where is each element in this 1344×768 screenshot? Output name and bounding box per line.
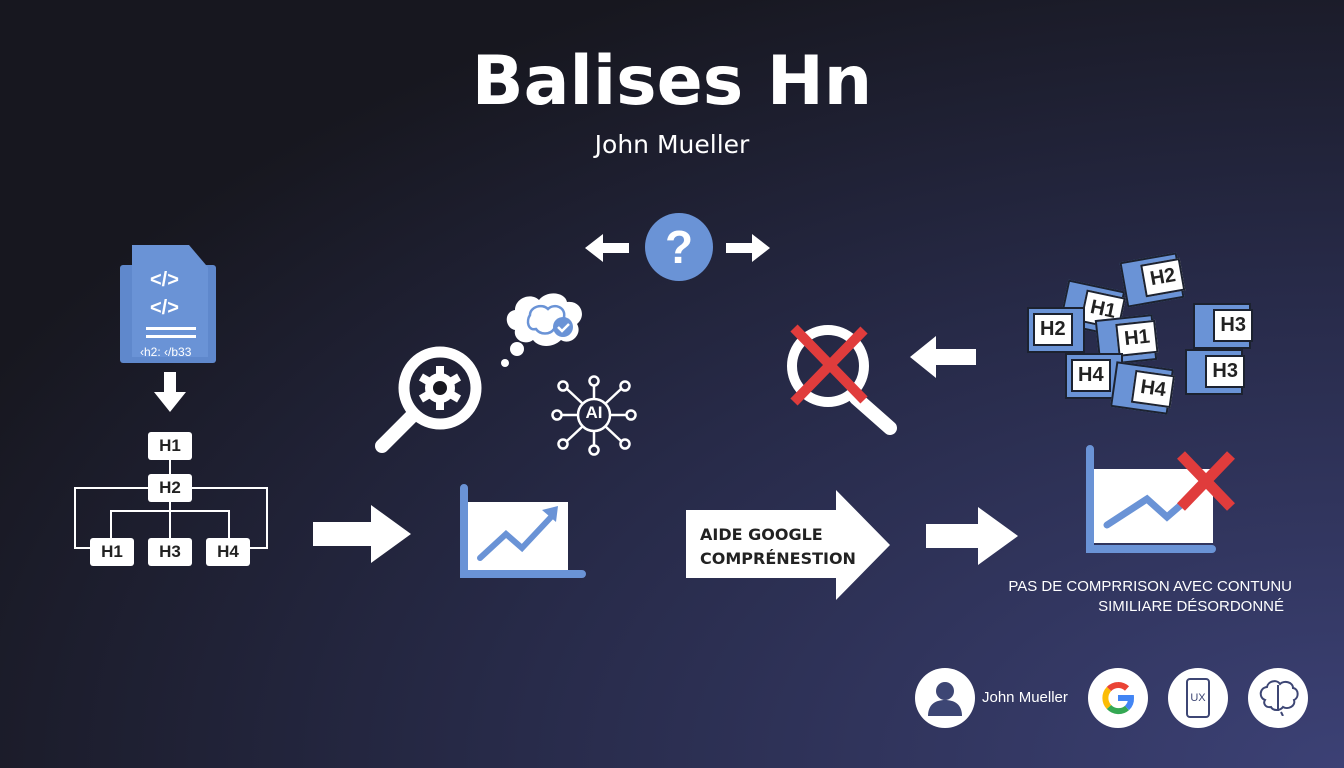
arrow-left-icon [585,234,629,262]
page-title: Balises Hn [471,42,873,121]
heading-tree: H1 H2 H1 H3 H4 [70,430,270,570]
arrow-right-icon [726,234,770,262]
ux-mobile-badge: UX [1168,668,1228,728]
chart-caption: PAS DE COMPRRISON AVEC CONTUNU SIMILIARE… [1008,578,1292,615]
magnifier-gear-icon [375,346,482,453]
magnifier-cross-icon [787,324,897,435]
ai-network-icon [551,375,637,456]
cube: H2 [1119,252,1186,308]
tree-node-h1: H1 [148,432,192,460]
html-document-icon: </> </> ‹h2: ‹/b33 [120,245,216,363]
page-subtitle: John Mueller [594,130,750,159]
ai-label: AI [585,403,603,422]
arrow-right-icon [926,507,1018,565]
avatar [915,668,975,728]
messy-heading-cubes: H1 H2 H2 H3 H1 H4 H3 H4 [1025,245,1255,415]
code-label: ‹h2: ‹/b33 [140,345,192,359]
cube: H3 [1185,349,1245,395]
brain-badge [1248,668,1308,728]
tree-node-child: H1 [90,538,134,566]
cube: H2 [1027,307,1085,353]
cube: H3 [1193,303,1253,349]
tree-node-child: H4 [206,538,250,566]
cube: H4 [1110,361,1176,415]
arrow-right-icon [313,505,411,563]
arrow-left-icon [910,336,976,378]
google-help-arrow [686,490,890,600]
author-name: John Mueller [982,689,1068,706]
arrow-down-icon [154,372,186,412]
google-icon [1102,682,1134,715]
tree-node-h2: H2 [148,474,192,502]
question-icon: ? [645,213,713,281]
failed-chart-icon [1086,445,1235,553]
arrow-label: AIDE GOOGLE COMPRÉNESTION [700,525,856,568]
growth-chart-icon [460,484,586,578]
mobile-ux-icon: UX [1186,678,1210,718]
user-icon [928,682,962,716]
brain-thought-icon [501,293,582,367]
brain-icon [1259,680,1299,716]
google-logo-badge [1088,668,1148,728]
tree-node-child: H3 [148,538,192,566]
